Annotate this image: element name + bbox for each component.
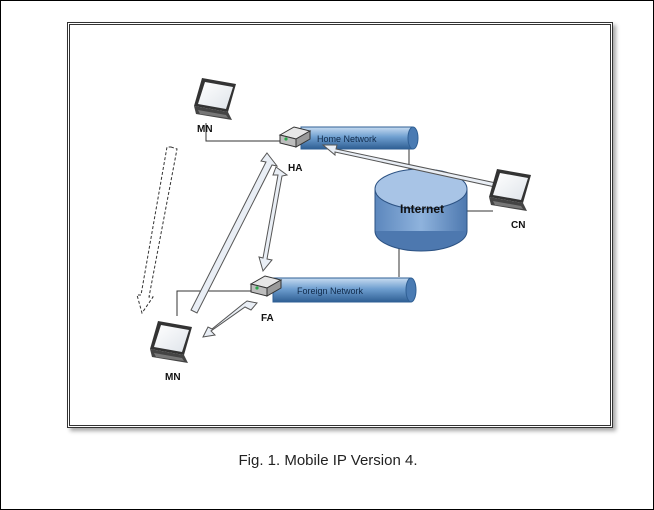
mn-top-label: MN <box>197 124 213 135</box>
ha-label: HA <box>288 163 302 174</box>
movement-arrow <box>136 146 178 315</box>
home-network-label: Home Network <box>317 134 377 144</box>
mn-top-laptop-icon <box>194 78 236 120</box>
internet-label: Internet <box>400 202 444 216</box>
message-arrows <box>190 144 497 338</box>
cn-laptop-icon <box>489 169 531 211</box>
mn-bottom-label: MN <box>165 372 181 383</box>
cn-label: CN <box>511 220 525 231</box>
internet-cloud <box>374 168 468 252</box>
fa-label: FA <box>261 313 274 324</box>
foreign-network-label: Foreign Network <box>297 286 364 296</box>
network-diagram: Home Network Foreign Network Internet <box>136 78 531 383</box>
mn-bottom-laptop-icon <box>150 321 192 363</box>
foreign-network-pipe <box>272 277 417 303</box>
figure-caption: Fig. 1. Mobile IP Version 4. <box>238 452 418 469</box>
